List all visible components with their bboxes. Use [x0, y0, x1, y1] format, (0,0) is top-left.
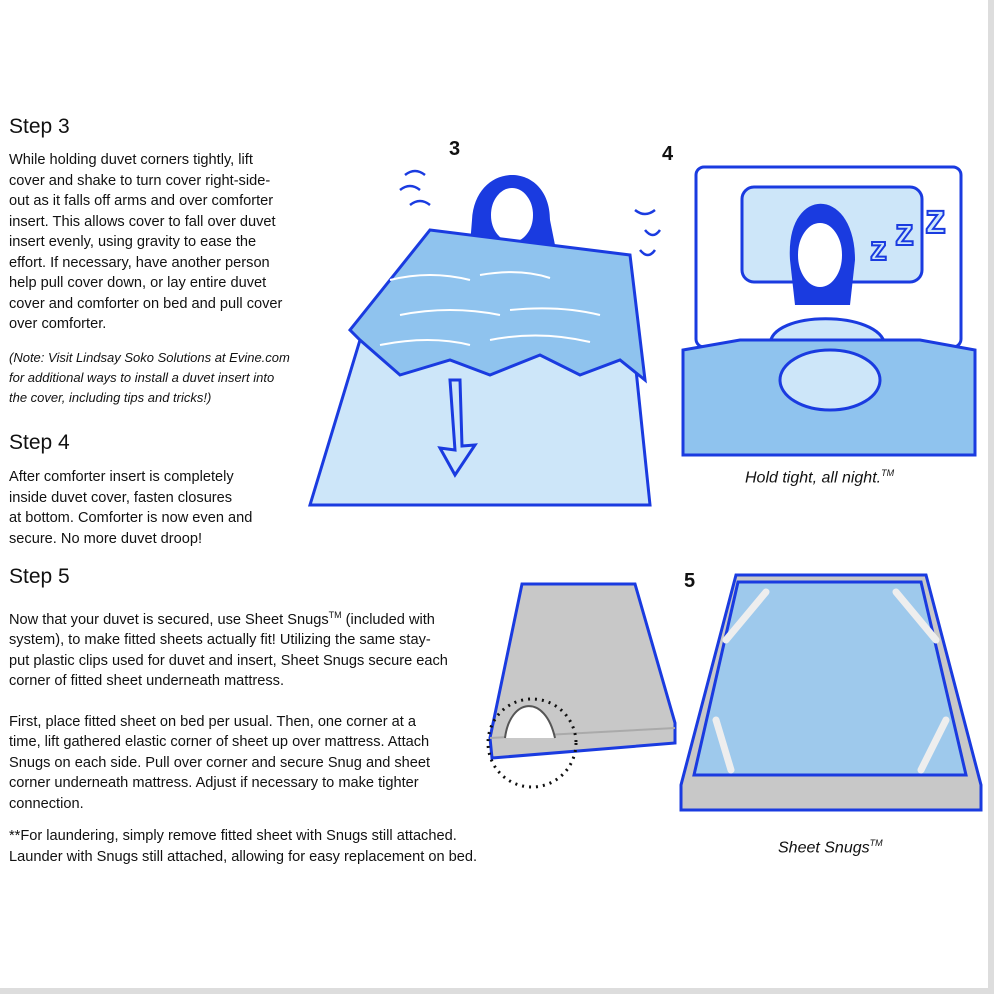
text-line: While holding duvet corners tightly, lif…: [9, 152, 253, 168]
text-line: over comforter.: [9, 316, 107, 332]
sheet-snugs-illustration: [679, 573, 983, 812]
text-line: insert evenly, using gravity to ease the: [9, 234, 257, 250]
text-line: secure. No more duvet droop!: [9, 530, 203, 547]
step5-line-end: (included with: [341, 611, 435, 628]
text-line: cover and shake to turn cover right-side…: [9, 172, 271, 189]
figure4-number: 4: [662, 143, 674, 165]
caption-text: Hold tight, all night.: [745, 469, 882, 487]
step5-line: Now that your duvet is secured, use Shee…: [9, 611, 329, 628]
text-line: connection.: [9, 795, 84, 812]
text-line: **For laundering, simply remove fitted s…: [9, 828, 457, 845]
figure5-number: 5: [684, 570, 696, 592]
step5-text: Now that your duvet is secured, use Shee…: [9, 605, 479, 867]
text-line: corner underneath mattress. Adjust if ne…: [9, 775, 419, 792]
step3-heading: Step 3: [9, 115, 70, 138]
svg-text:z: z: [895, 212, 914, 254]
text-line: system), to make fitted sheets actually …: [9, 632, 431, 649]
text-line: corner of fitted sheet underneath mattre…: [9, 673, 285, 690]
caption-text: Sheet Snugs: [778, 839, 870, 857]
step4-text: After comforter insert is completely insi…: [9, 467, 252, 549]
figure4-caption: Hold tight, all night.TM: [745, 468, 894, 487]
step3-text: While holding duvet corners tightly, lif…: [9, 150, 282, 335]
tm-mark: TM: [881, 468, 895, 478]
figure3-number: 3: [449, 138, 461, 160]
text-line: cover and comforter on bed and pull cove…: [9, 295, 283, 312]
svg-text:z: z: [925, 195, 946, 242]
mattress-corner-illustration: [486, 582, 677, 789]
text-line: help pull cover down, or lay entire duve…: [9, 275, 267, 291]
text-line: time, lift gathered elastic corner of sh…: [9, 734, 430, 751]
text-line: for additional ways to install a duvet i…: [9, 370, 275, 385]
text-line: First, place fitted sheet on bed per usu…: [9, 713, 416, 730]
tm-mark: TM: [328, 610, 342, 620]
step3-note: (Note: Visit Lindsay Soko Solutions at E…: [9, 348, 290, 408]
step4-heading: Step 4: [9, 431, 70, 454]
text-line: at bottom. Comforter is now even and: [9, 510, 253, 526]
text-line: Snugs on each side. Pull over corner and…: [9, 754, 431, 771]
figure5-caption: Sheet SnugsTM: [778, 838, 883, 857]
svg-text:z: z: [870, 230, 887, 268]
step5-heading: Step 5: [9, 565, 70, 588]
figure4-illustration: z z z: [681, 165, 977, 457]
text-line: (Note: Visit Lindsay Soko Solutions at E…: [9, 350, 290, 365]
text-line: put plastic clips used for duvet and ins…: [9, 652, 448, 669]
text-line: After comforter insert is completely: [9, 469, 234, 485]
text-line: the cover, including tips and tricks!): [9, 390, 212, 405]
figure3-illustration: [307, 169, 662, 507]
tm-mark: TM: [869, 838, 883, 848]
text-line: effort. If necessary, have another perso…: [9, 254, 270, 271]
text-line: insert. This allows cover to fall over d…: [9, 213, 276, 230]
text-line: inside duvet cover, fasten closures: [9, 489, 233, 506]
text-line: Launder with Snugs still attached, allow…: [9, 848, 478, 865]
text-line: out as it falls off arms and over comfor…: [9, 193, 274, 209]
